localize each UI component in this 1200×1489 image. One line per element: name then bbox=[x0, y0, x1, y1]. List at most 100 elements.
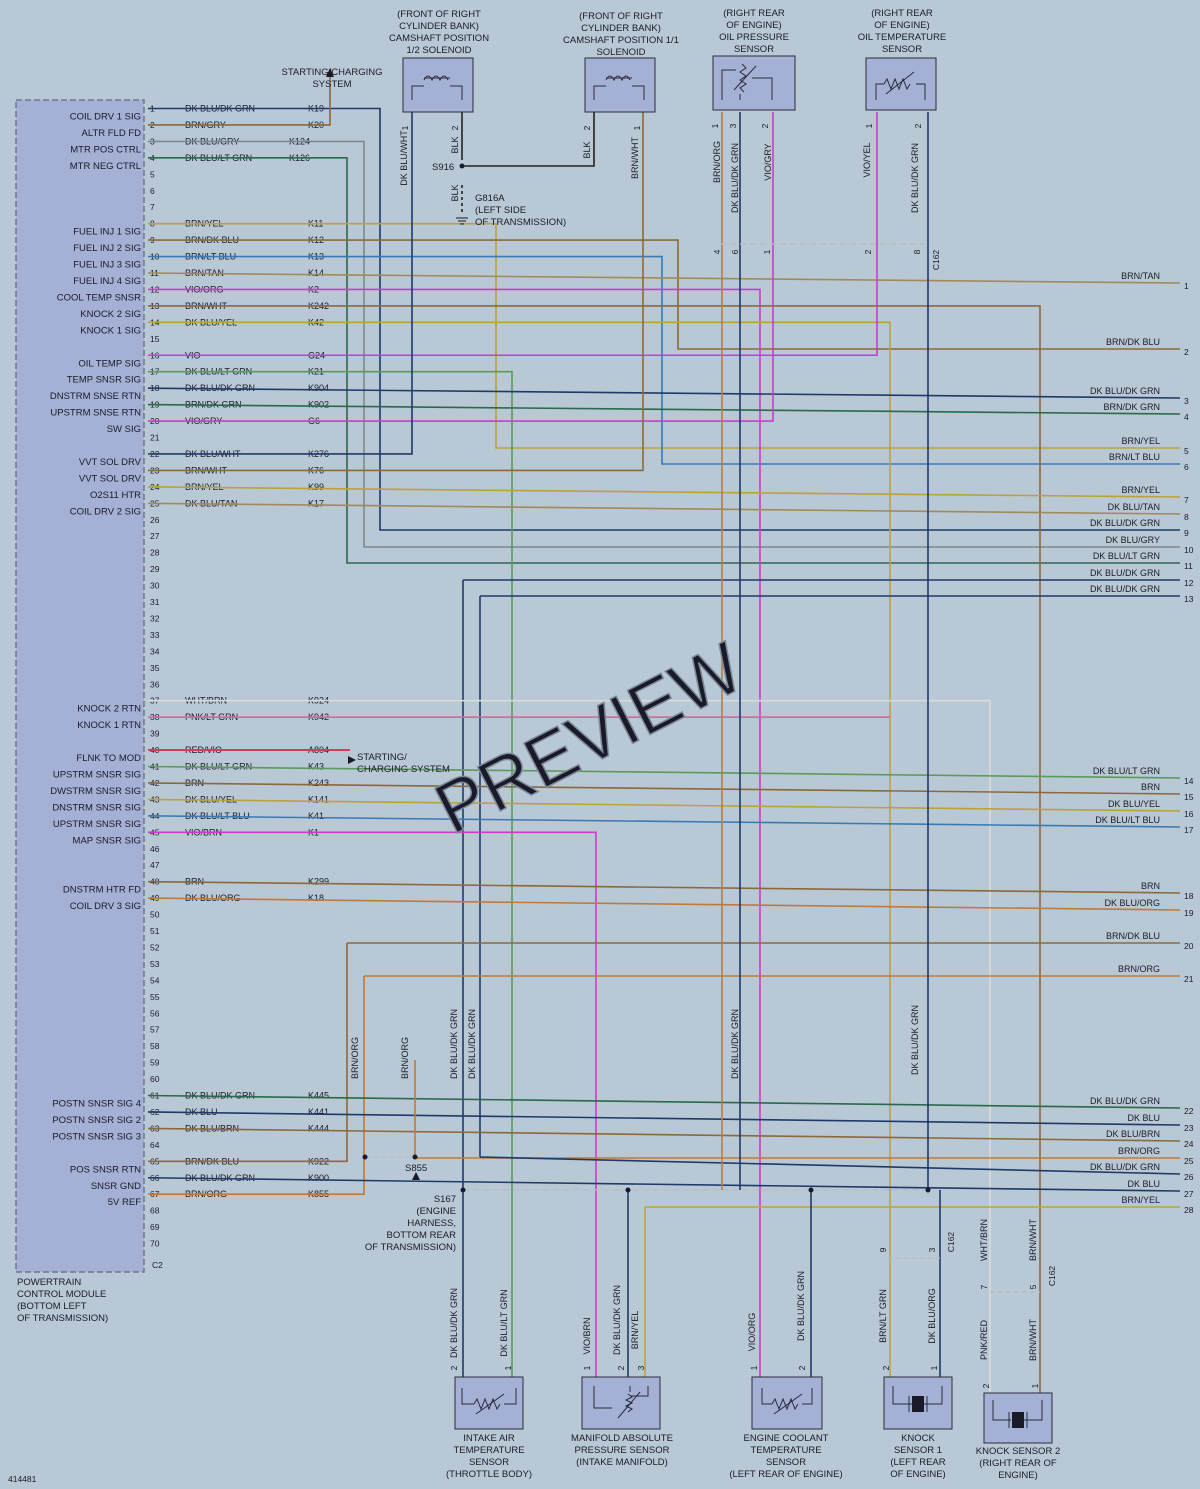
pcm-pin-number: 57 bbox=[150, 1025, 160, 1035]
edge-pin-number: 18 bbox=[1184, 891, 1194, 901]
edge-pin-number: 10 bbox=[1184, 545, 1194, 555]
edge-wire-color: DK BLU/LT GRN bbox=[1093, 766, 1160, 776]
edge-pin-number: 6 bbox=[1184, 462, 1189, 472]
cam12-caption-3: CAMSHAFT POSITION bbox=[389, 33, 489, 44]
pcm-pin-number: 69 bbox=[150, 1222, 160, 1232]
pcm-signal-name: VVT SOL DRV bbox=[79, 457, 142, 468]
pcm-pin-number: 59 bbox=[150, 1058, 160, 1068]
pcm-connector-id: C2 bbox=[152, 1260, 163, 1270]
c162-top-pin-1: 1 bbox=[762, 249, 772, 254]
pcm-pin-number: 56 bbox=[150, 1008, 160, 1018]
edge-pin-number: 27 bbox=[1184, 1189, 1194, 1199]
map-sensor bbox=[581, 1376, 661, 1430]
vlabel-map-a: VIO/BRN bbox=[582, 1317, 592, 1354]
vlabel-mid-b: BRN/ORG bbox=[400, 1037, 410, 1079]
vlabel-cam11-b: BRN/WHT bbox=[630, 137, 640, 179]
wire bbox=[148, 831, 597, 1377]
vlabel-oilp-c: VIO/GRY bbox=[763, 143, 773, 180]
vlabel-cam12-a: DK BLU/WHT bbox=[399, 130, 409, 186]
vlabel-oilt-a: VIO/YEL bbox=[862, 142, 872, 177]
edge-wire-color: DK BLU/DK GRN bbox=[1090, 584, 1160, 594]
oilt-caption-3: OIL TEMPERATURE bbox=[858, 32, 947, 43]
note-starting-charging-mid-1: STARTING/ bbox=[357, 752, 407, 763]
pcm-pin-row: 70 bbox=[150, 1239, 160, 1249]
edge-wire-color: DK BLU/DK GRN bbox=[1090, 568, 1160, 578]
map-pin-b: 2 bbox=[616, 1365, 626, 1370]
wire bbox=[147, 880, 1181, 894]
pcm-pin-number: 31 bbox=[150, 597, 160, 607]
c162-low2-pin-7: 7 bbox=[979, 1284, 989, 1289]
pcm-pin-number: 27 bbox=[150, 531, 160, 541]
wire bbox=[148, 112, 644, 472]
wire bbox=[147, 1111, 1181, 1126]
wire bbox=[148, 305, 1041, 1393]
c162-top-pin-8: 8 bbox=[912, 249, 922, 254]
cam11-pin-b: 1 bbox=[632, 125, 642, 130]
pcm-pin-number: 39 bbox=[150, 729, 160, 739]
pcm-circuit-id: K904 bbox=[308, 383, 329, 393]
pcm-signal-name: MAP SNSR SIG bbox=[73, 835, 141, 846]
pcm-circuit-id: K17 bbox=[308, 498, 324, 508]
pcm-signal-name: O2S11 HTR bbox=[90, 490, 141, 501]
cam12-caption-1: (FRONT OF RIGHT bbox=[397, 9, 481, 20]
vlabel-mid-d: DK BLU/DK GRN bbox=[467, 1009, 477, 1079]
pcm-signal-name: DNSTRM HTR FD bbox=[63, 885, 141, 896]
pcm-pin-number: 51 bbox=[150, 926, 160, 936]
pcm-pin-row: 21 bbox=[150, 433, 160, 443]
pcm-pin-number: 29 bbox=[150, 564, 160, 574]
pcm-signal-name: DNSTRM SNSR SIG bbox=[52, 802, 141, 813]
component-pin-numbers: 1 2 2 1 1 3 2 1 2 2 1 1 2 3 1 2 2 1 2 1 bbox=[400, 123, 1040, 1388]
pcm-signal-name: KNOCK 2 RTN bbox=[77, 704, 141, 715]
note-starting-charging-mid-2: CHARGING SYSTEM bbox=[357, 764, 450, 775]
edge-pin-number: 23 bbox=[1184, 1123, 1194, 1133]
c162-low2-pin-5: 5 bbox=[1028, 1284, 1038, 1289]
wire bbox=[148, 976, 365, 1195]
map-caption-3: (INTAKE MANIFOLD) bbox=[576, 1457, 668, 1468]
pcm-pin-row: 5 bbox=[150, 169, 155, 179]
pcm-caption-2: CONTROL MODULE bbox=[17, 1289, 106, 1300]
pcm-signal-name: COIL DRV 1 SIG bbox=[70, 112, 141, 123]
pcm-signal-name: FUEL INJ 1 SIG bbox=[73, 227, 141, 238]
wire bbox=[148, 140, 1180, 548]
cam11-caption-1: (FRONT OF RIGHT bbox=[579, 11, 663, 22]
vlabel-ect-a: VIO/ORG bbox=[747, 1313, 757, 1352]
knock-sensor-2 bbox=[983, 1392, 1053, 1444]
arrow-starting-charging-mid bbox=[348, 756, 356, 764]
intake-air-temperature-sensor bbox=[454, 1376, 524, 1430]
pcm-signal-name: COOL TEMP SNSR bbox=[57, 292, 141, 303]
ks1-caption-1: KNOCK bbox=[901, 1433, 935, 1444]
edge-wire-color: DK BLU/LT BLU bbox=[1095, 815, 1160, 825]
wire bbox=[147, 815, 1181, 828]
iat-caption-1: INTAKE AIR bbox=[463, 1433, 515, 1444]
cam12-caption-4: 1/2 SOLENOID bbox=[407, 45, 472, 56]
c162-low1-pin-9: 9 bbox=[878, 1247, 888, 1252]
pcm-circuit-id: K14 bbox=[308, 268, 324, 278]
pcm-signal-name: FLNK TO MOD bbox=[76, 753, 141, 764]
pcm-caption-3: (BOTTOM LEFT bbox=[17, 1301, 87, 1312]
pcm-signal-name: KNOCK 1 SIG bbox=[80, 325, 141, 336]
oilp-pin-a: 1 bbox=[710, 123, 720, 128]
edge-pin-number: 24 bbox=[1184, 1139, 1194, 1149]
ks1-pin-a: 2 bbox=[881, 1365, 891, 1370]
vlabel-iat-a: DK BLU/DK GRN bbox=[449, 1288, 459, 1358]
vlabel-ks1-b: DK BLU/ORG bbox=[927, 1288, 937, 1344]
edge-pin-number: 1 bbox=[1184, 281, 1189, 291]
pcm-pin-number: 55 bbox=[150, 992, 160, 1002]
pcm-pin-row: 51 bbox=[150, 926, 160, 936]
wire bbox=[147, 272, 1181, 284]
pcm-circuit-id: K41 bbox=[308, 811, 324, 821]
vlabel-mid-c: DK BLU/DK GRN bbox=[449, 1009, 459, 1079]
engine-coolant-temperature-sensor bbox=[751, 1376, 823, 1430]
wire bbox=[147, 1127, 1181, 1142]
pcm-circuit-id: K900 bbox=[308, 1173, 329, 1183]
edge-wire-color: DK BLU/LT GRN bbox=[1093, 551, 1160, 561]
edge-wire-color: DK BLU/DK GRN bbox=[1090, 518, 1160, 528]
pcm-pin-number: 52 bbox=[150, 942, 160, 952]
pcm-signal-name: TEMP SNSR SIG bbox=[67, 375, 141, 386]
edge-wire-color: BRN/TAN bbox=[1121, 271, 1160, 281]
splice-dot bbox=[625, 1187, 631, 1193]
vlabel-cam12-b: BLK bbox=[450, 136, 460, 153]
pcm-signal-name: UPSTRM SNSR SIG bbox=[53, 770, 141, 781]
oilp-pin-b: 3 bbox=[728, 123, 738, 128]
